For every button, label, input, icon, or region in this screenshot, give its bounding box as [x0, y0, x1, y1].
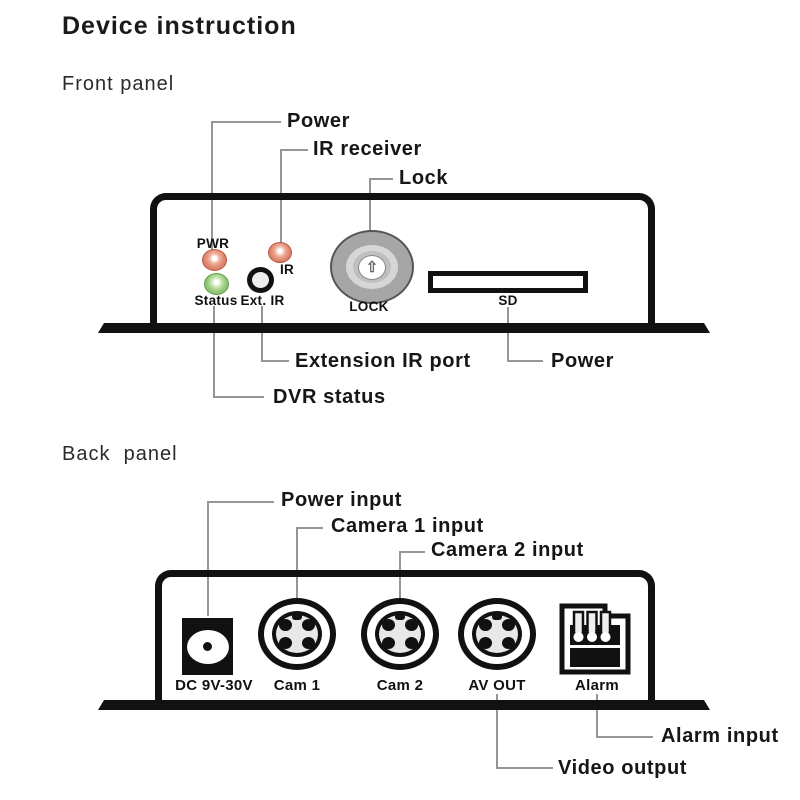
cam2-connector-icon — [361, 598, 439, 670]
cam1-connector-icon — [258, 598, 336, 670]
leader-line-dvr-status — [213, 396, 264, 398]
dc-jack-hole — [186, 629, 229, 664]
leader-line-video-output — [496, 767, 553, 769]
cam2-label: Cam 2 — [376, 677, 424, 694]
leader-line-video-output — [496, 694, 498, 769]
leader-line-camera2 — [399, 551, 425, 553]
leader-line-power-input — [207, 502, 209, 616]
leader-line-power — [211, 121, 281, 123]
ir-led-icon — [268, 242, 292, 263]
leader-line-alarm-input — [596, 736, 653, 738]
ext-ir-label: Ext. IR — [240, 293, 285, 308]
alarm-label: Alarm — [574, 677, 620, 694]
page-title: Device instruction — [62, 12, 297, 40]
leader-line-lock — [369, 178, 393, 180]
av-out-label: AV OUT — [468, 677, 526, 694]
connector-pin — [279, 637, 292, 649]
connector-pin — [382, 619, 395, 631]
callout-power-input: Power input — [281, 489, 403, 511]
alarm-terminal-icon — [559, 603, 631, 675]
pwr-led-icon — [202, 249, 227, 271]
callout-camera2-input: Camera 2 input — [431, 539, 584, 561]
extension-ir-port-icon — [247, 267, 274, 293]
leader-line-camera1 — [296, 528, 298, 600]
connector-pin — [279, 619, 292, 631]
callout-camera1-input: Camera 1 input — [331, 515, 484, 537]
dc-power-jack-icon — [182, 618, 233, 675]
cam1-label: Cam 1 — [273, 677, 321, 694]
av-out-connector-face — [472, 611, 522, 657]
lock-key-arrow-icon: ⇧ — [365, 258, 379, 276]
front-panel-section-label: Front panel — [62, 73, 175, 95]
sd-card-slot — [428, 271, 588, 293]
sd-label: SD — [498, 293, 518, 308]
callout-alarm-input: Alarm input — [661, 725, 779, 747]
status-led-label: Status — [194, 293, 238, 308]
back-panel-section-label: Back panel — [62, 443, 178, 465]
callout-power: Power — [287, 110, 351, 132]
lock-label: LOCK — [349, 299, 389, 314]
ir-led-label: IR — [279, 262, 295, 277]
leader-line-alarm-input — [596, 694, 598, 738]
callout-video-output: Video output — [558, 757, 688, 779]
dc-label: DC 9V-30V — [175, 677, 253, 694]
lock-icon: ⇧ — [330, 230, 414, 304]
lock-cylinder: ⇧ — [353, 251, 391, 283]
lock-bezel: ⇧ — [346, 245, 398, 289]
front-panel-outline — [150, 193, 655, 325]
pwr-led-label: PWR — [196, 236, 230, 251]
front-panel-base — [98, 323, 710, 333]
callout-ir-receiver: IR receiver — [313, 138, 422, 160]
av-out-connector-icon — [458, 598, 536, 670]
cam1-connector-face — [272, 611, 322, 657]
leader-line-lock — [369, 179, 371, 233]
leader-line-dvr-status — [213, 306, 215, 398]
leader-line-power-input — [207, 501, 274, 503]
connector-pin — [302, 619, 315, 631]
lock-keyway: ⇧ — [358, 254, 386, 280]
connector-pin — [382, 637, 395, 649]
leader-line-ir-receiver — [280, 149, 308, 151]
back-panel-base — [98, 700, 710, 710]
dc-jack-pin — [203, 642, 212, 651]
leader-line-sd — [507, 307, 509, 362]
callout-extension-ir-port: Extension IR port — [295, 350, 471, 372]
connector-pin — [405, 637, 418, 649]
leader-line-power — [211, 122, 213, 250]
connector-pin — [405, 619, 418, 631]
cam2-connector-face — [375, 611, 425, 657]
leader-line-sd — [507, 360, 543, 362]
connector-pin — [502, 619, 515, 631]
connector-pin — [479, 619, 492, 631]
connector-pin — [302, 637, 315, 649]
leader-line-extension-ir — [261, 360, 289, 362]
callout-lock: Lock — [399, 167, 449, 189]
status-led-icon — [204, 273, 229, 295]
leader-line-camera1 — [296, 527, 323, 529]
back-panel-outline — [155, 570, 655, 702]
connector-key-notch — [492, 613, 502, 620]
connector-key-notch — [292, 613, 302, 620]
connector-key-notch — [395, 613, 405, 620]
callout-dvr-status: DVR status — [273, 386, 386, 408]
callout-sd-power: Power — [551, 350, 615, 372]
leader-line-extension-ir — [261, 306, 263, 362]
connector-pin — [479, 637, 492, 649]
connector-pin — [502, 637, 515, 649]
